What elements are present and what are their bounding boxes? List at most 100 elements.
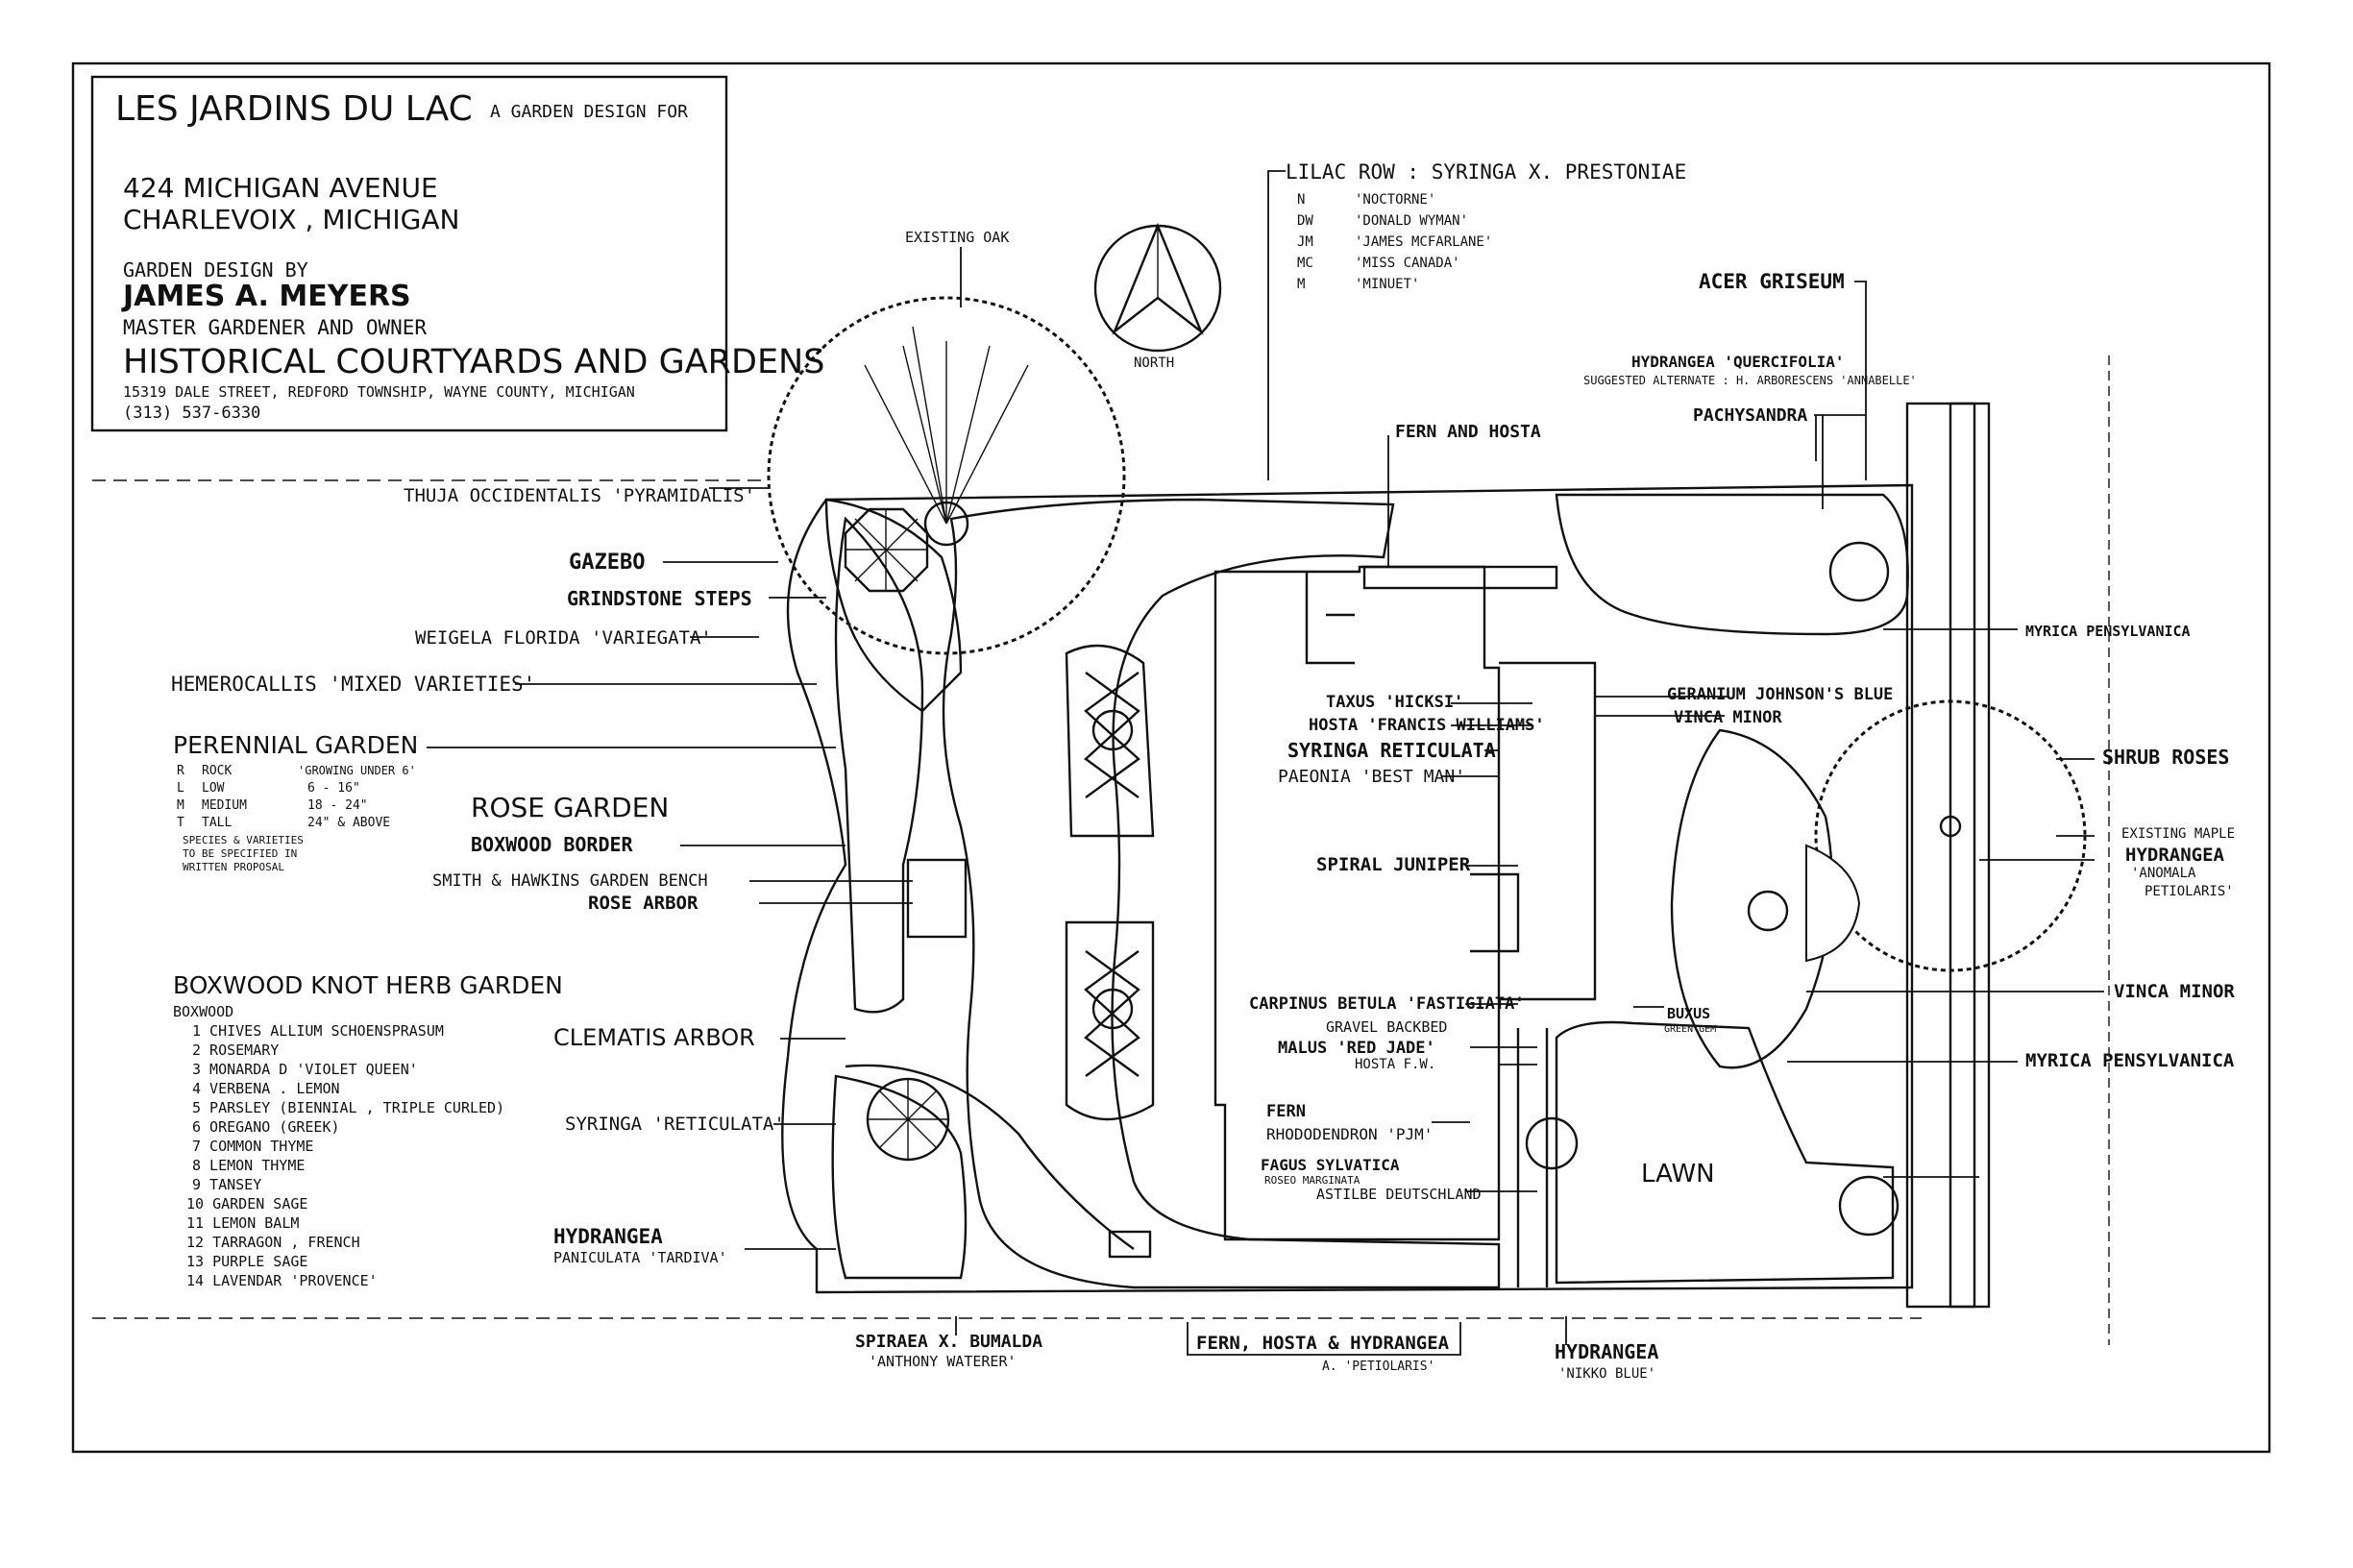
maple-bench: [1805, 844, 1861, 963]
herb-item-11: 11 LEMON BALM: [186, 1214, 299, 1232]
perennial-name-0: ROCK: [202, 764, 232, 778]
north-label: NORTH: [1134, 355, 1174, 371]
label-hydrangea-anomala: HYDRANGEA: [2125, 845, 2225, 866]
label-shrub-roses: SHRUB ROSES: [2102, 746, 2229, 769]
label-hydrangea-alt: SUGGESTED ALTERNATE : H. arborescens 'AN…: [1583, 374, 1917, 387]
label-gazebo: GAZEBO: [569, 551, 645, 575]
perennial-size-1: 6 - 16": [307, 781, 360, 796]
herb-item-7: 7 COMMON THYME: [192, 1138, 313, 1155]
label-boxwood-border: BOXWOOD BORDER: [471, 833, 634, 856]
perennial-code-2: M: [177, 798, 184, 813]
lilac-code-4: M: [1297, 277, 1305, 292]
perennial-title: PERENNIAL GARDEN: [173, 731, 418, 759]
grindstone-path: [824, 498, 963, 713]
label-pachysandra: PACHYSANDRA: [1693, 405, 1807, 426]
designer-role: MASTER GARDENER and OWNER: [123, 316, 427, 339]
rose-garden-bed-lower: [1065, 920, 1155, 1121]
address-line-1: 424 MICHIGAN AVENUE: [123, 172, 438, 204]
herb-item-14: 14 LAVENDAR 'PROVENCE': [186, 1272, 378, 1289]
title: LES JARDINS DU LAC: [115, 89, 473, 129]
gazebo-structure: [844, 507, 929, 593]
herb-item-3: 3 MONARDA d 'VIOLET QUEEN': [192, 1061, 418, 1078]
house-bay: [1470, 872, 1520, 953]
herb-boxwood: BOXWOOD: [173, 1003, 233, 1020]
label-myrica-2: MYRICA PENSYLVANICA: [2025, 1050, 2235, 1071]
herb-title: BOXWOOD KNOT HERB GARDEN: [173, 971, 563, 999]
lilac-name-1: 'DONALD WYMAN': [1355, 213, 1468, 229]
label-garden-bench: SMITH & HAWKINS GARDEN BENCH: [432, 871, 708, 891]
company-name: HISTORICAL COURTYARDS AND GARDENS: [123, 343, 824, 381]
label-rose-garden: ROSE GARDEN: [471, 792, 669, 823]
label-hosta: HOSTA 'FRANCIS WILLIAMS': [1309, 716, 1545, 735]
perennial-note-3: WRITTEN PROPOSAL: [183, 861, 284, 873]
label-hydrangea-nikko-2: 'NIKKO BLUE': [1558, 1366, 1655, 1382]
perennial-note-2: TO BE SPECIFIED IN: [183, 847, 297, 860]
label-hydrangea-anomala-2: 'ANOMALA: [2131, 866, 2196, 881]
lilac-code-3: MC: [1297, 256, 1313, 271]
perennial-name-3: TALL: [202, 816, 232, 830]
fern-hosta-bed: [1362, 565, 1558, 590]
herb-item-5: 5 PARSLEY (BIENNIAL , TRIPLE CURLED): [192, 1099, 504, 1116]
herb-item-1: 1 CHIVES ALLIUM SCHOENSPRASUM: [192, 1022, 444, 1040]
label-fagus: FAGUS SYLVATICA: [1261, 1156, 1400, 1174]
label-vinca-2: VINCA MINOR: [2114, 981, 2235, 1002]
lawn-area: [1555, 1020, 1895, 1285]
company-address: 15319 DALE STREET, REDFORD TOWNSHIP, WAY…: [123, 383, 635, 401]
label-fagus-2: ROSEO MARGINATA: [1264, 1174, 1360, 1187]
myrica-shrub-2: [1838, 1175, 1900, 1237]
perennial-bed: [834, 516, 924, 1014]
label-rhododendron: RHODODENDRON 'PJM': [1266, 1125, 1433, 1143]
drive-strip: [1905, 402, 1976, 1309]
label-hydrangea-paniculata-2: PANICULATA 'TARDIVA': [553, 1249, 727, 1266]
designer-intro: GARDEN DESIGN BY: [123, 258, 308, 282]
label-fern-hosta: FERN and HOSTA: [1395, 422, 1541, 442]
label-geranium: GERANIUM JOHNSON'S BLUE: [1667, 685, 1893, 704]
label-weigela: WEIGELA FLORIDA 'VARIEGATA': [415, 627, 712, 649]
label-thuja: THUJA OCCIDENTALIS 'PYRAMIDALIS': [404, 485, 755, 506]
rbg-box: [1108, 1230, 1152, 1259]
label-rose-arbor: ROSE ARBOR: [588, 893, 699, 914]
herb-item-8: 8 LEMON THYME: [192, 1157, 305, 1174]
label-spiraea: SPIRAEA x. BUMALDA: [855, 1332, 1042, 1352]
house-entry: [1305, 572, 1355, 665]
north-arrow: [1093, 222, 1222, 353]
street-verge: [1949, 402, 1991, 1309]
perennial-size-3: 24" & ABOVE: [307, 816, 390, 830]
label-spiraea-2: 'ANTHONY WATERER': [869, 1353, 1017, 1370]
subtitle: A GARDEN DESIGN FOR: [490, 102, 688, 122]
label-buxus: BUXUS: [1667, 1005, 1710, 1022]
label-fern-hosta-hydrangea: FERN, HOSTA & HYDRANGEA: [1196, 1333, 1450, 1354]
house-footprint: [1213, 565, 1501, 1241]
label-hydrangea-quercifolia: HYDRANGEA 'QUERCIFOLIA': [1631, 353, 1845, 371]
sheet-border: [71, 61, 2271, 1454]
garden-bench: [906, 858, 968, 939]
lilac-name-2: 'JAMES McFARLANE': [1355, 234, 1492, 250]
lilac-name-3: 'MISS CANADA': [1355, 256, 1460, 271]
herb-item-13: 13 PURPLE SAGE: [186, 1253, 307, 1270]
company-phone: (313) 537-6330: [123, 404, 260, 423]
existing-oak-tree: [767, 296, 1126, 655]
label-taxus: TAXUS 'HICKSI': [1326, 693, 1463, 712]
leader-lines: [427, 170, 2110, 1356]
lilac-code-2: JM: [1297, 234, 1313, 250]
perennial-note-1: SPECIES & VARIETIES: [183, 834, 304, 846]
label-hydrangea-paniculata: HYDRANGEA: [553, 1225, 663, 1248]
myrica-shrub-1: [1828, 541, 1890, 602]
designer-name: JAMES A. MEYERS: [121, 280, 411, 313]
label-myrica-1: MYRICA PENSYLVANICA: [2025, 623, 2191, 640]
perennial-code-1: L: [177, 781, 184, 796]
label-paeonia: PAEONIA 'BEST MAN': [1278, 767, 1465, 787]
label-grindstone: GRINDSTONE STEPS: [567, 587, 752, 610]
herb-item-2: 2 ROSEMARY: [192, 1041, 279, 1059]
title-block-frame: [90, 75, 728, 432]
label-buxus-2: GREEN GEM: [1664, 1024, 1716, 1035]
lilac-code-1: DW: [1297, 213, 1313, 229]
label-hydrangea-anomala-3: PETIOLARIS': [2145, 884, 2234, 899]
herb-knot-garden: [845, 1064, 1135, 1250]
label-astilbe: ASTILBE DEUTSCHLAND: [1316, 1186, 1482, 1203]
herb-item-4: 4 VERBENA . LEMON: [192, 1080, 340, 1097]
label-hemerocallis: HEMEROCALLIS 'MIXED VARIETIES': [171, 673, 535, 696]
lilac-code-0: N: [1297, 192, 1305, 208]
herb-item-10: 10 GARDEN SAGE: [186, 1195, 307, 1213]
